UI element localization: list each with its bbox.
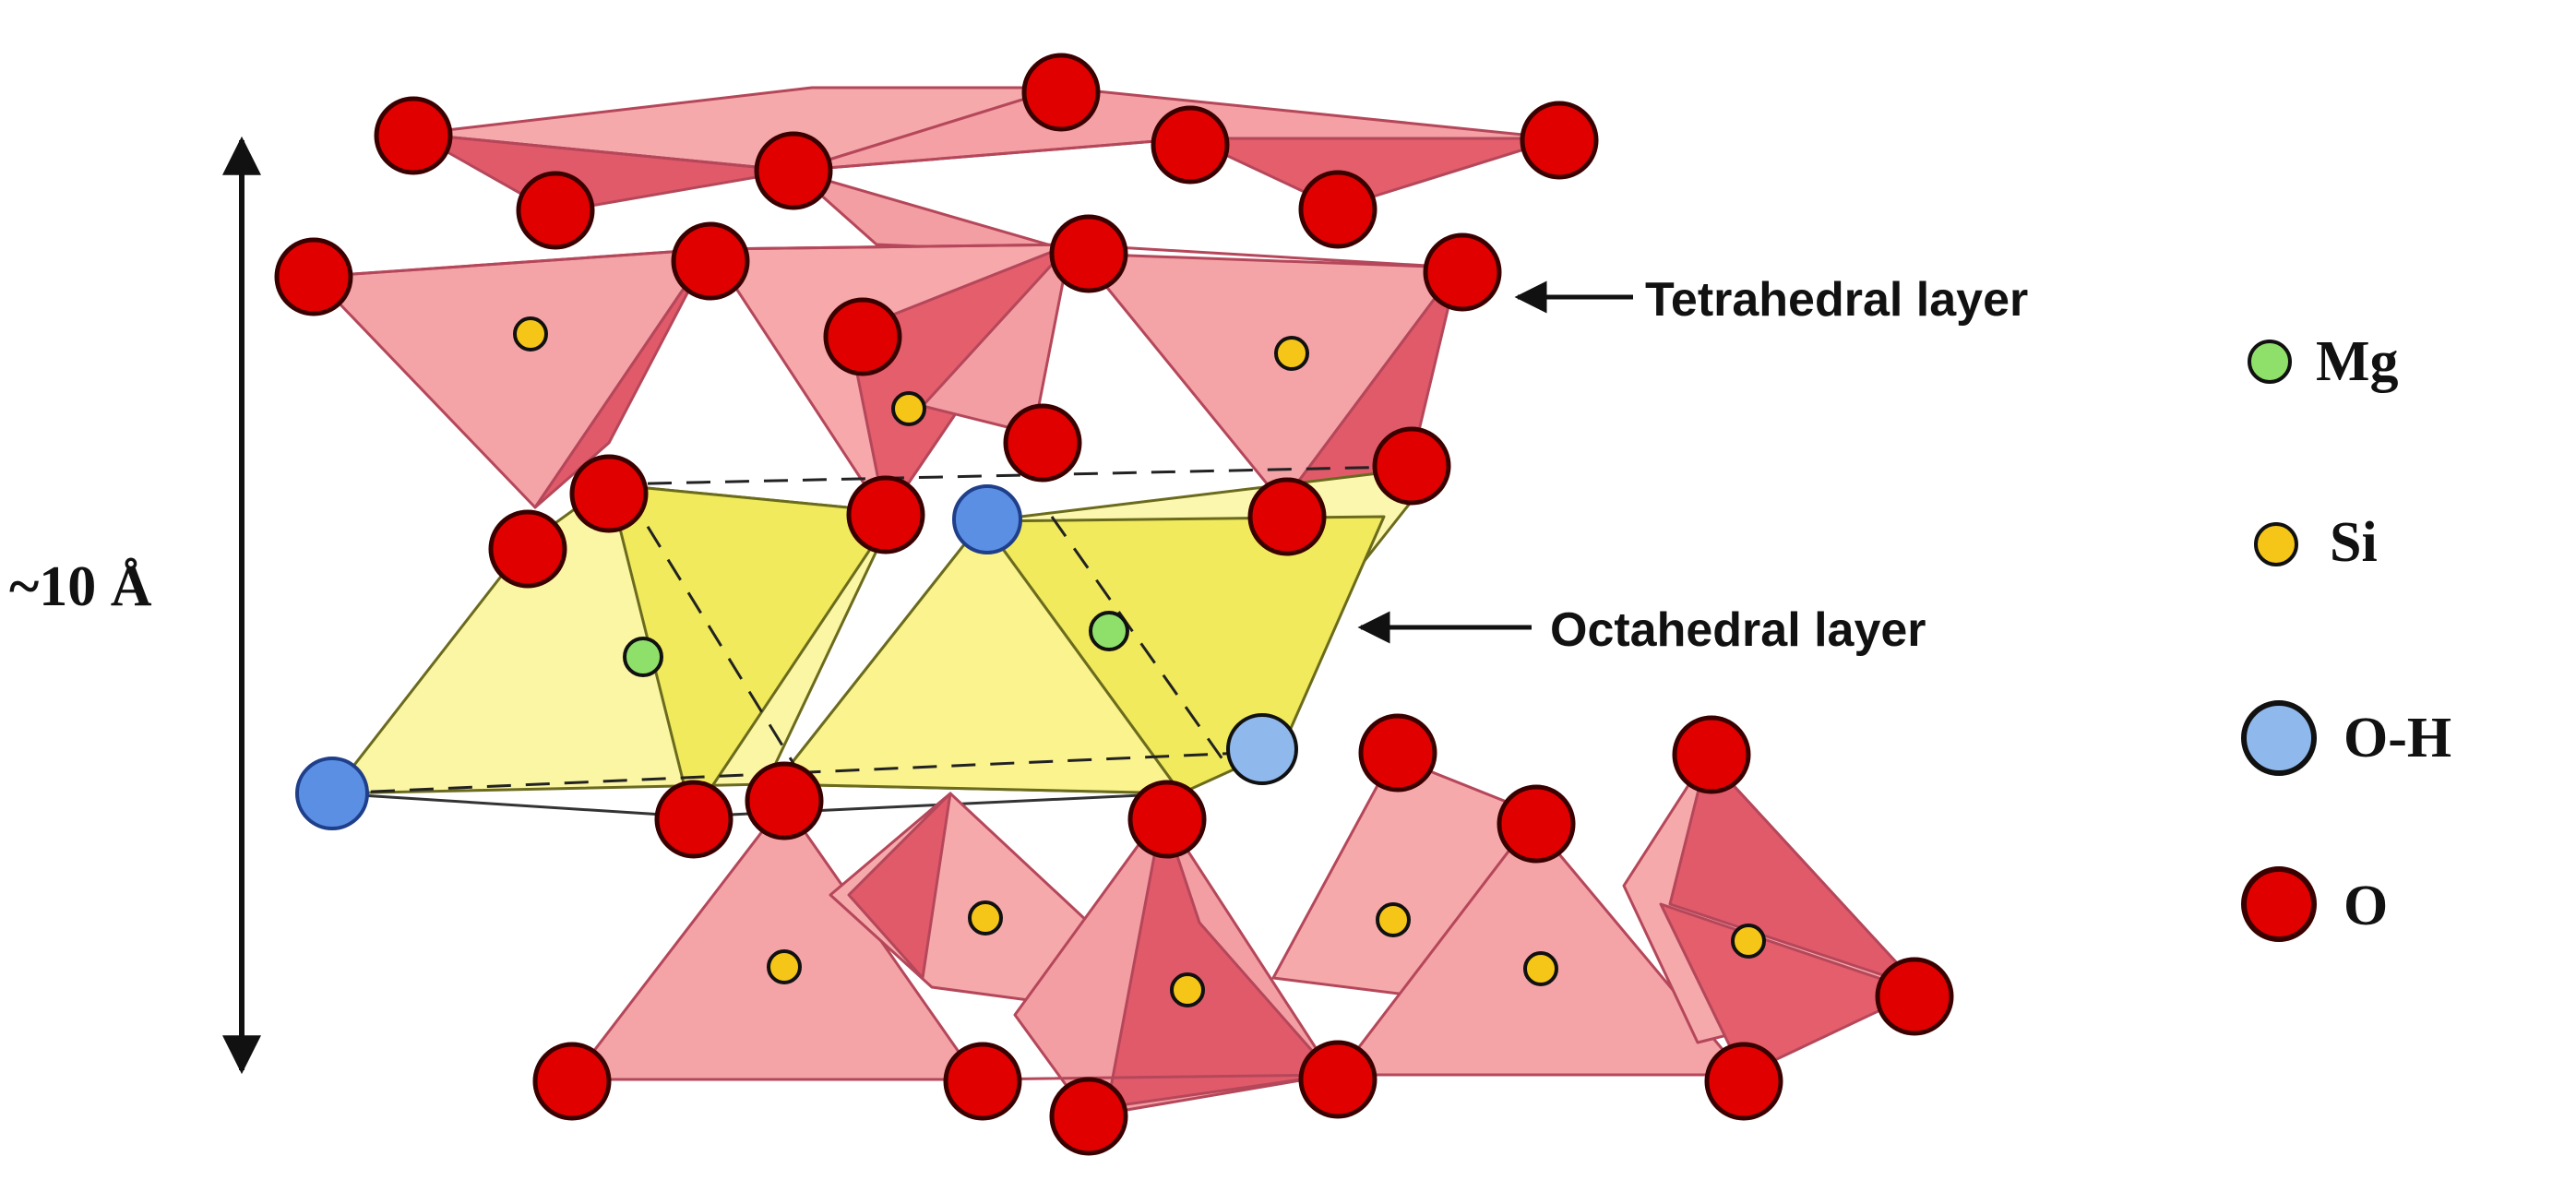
silicon-atoms [513, 316, 1766, 1007]
oxygen-atom [1021, 53, 1101, 132]
oxygen-atom [754, 131, 833, 210]
oxygen-atom [943, 1042, 1022, 1121]
oxygen-atom [1520, 101, 1599, 180]
oxygen-atom [745, 761, 824, 840]
silicon-atom [1376, 902, 1411, 937]
mg-atom-icon [2248, 340, 2292, 384]
oxygen-atom [374, 96, 453, 175]
oxygen-atom [1151, 105, 1230, 185]
oxygen-atom [1372, 426, 1451, 506]
tetrahedron [312, 247, 712, 509]
si-atom-icon [2254, 522, 2298, 566]
oxygen-atom [1049, 214, 1128, 293]
oxygen-atom [1298, 1040, 1377, 1119]
oxygen-atom [823, 297, 902, 376]
octahedral-layer-callout: Octahedral layer [1357, 603, 1926, 657]
silicon-atom [767, 949, 802, 984]
oxygen-atom [1672, 715, 1751, 794]
legend-item-mg: Mg [2248, 330, 2399, 393]
hydroxyl-group [295, 757, 369, 830]
oxygen-atom [1247, 477, 1327, 556]
oxygen-atom [846, 475, 925, 554]
oxygen-atom [1003, 403, 1082, 483]
oxygen-atom [671, 221, 750, 301]
oxygen-atom [1127, 780, 1207, 859]
tetrahedron [792, 169, 1081, 256]
silicon-atom [513, 316, 548, 352]
tetrahedron [921, 243, 1072, 435]
oxygen-atom [1497, 784, 1576, 864]
oxygen-atom [1049, 1077, 1128, 1156]
oh-group-icon [2241, 700, 2317, 776]
o-atom-icon [2241, 866, 2317, 942]
magnesium-atom [1089, 611, 1129, 651]
legend: Mg Si O-H O [2241, 330, 2451, 942]
oxygen-atom [654, 780, 733, 859]
bottom-tetrahedral-layer [570, 755, 1921, 1118]
tetrahedron [533, 247, 712, 509]
legend-item-o: O [2241, 866, 2388, 942]
tetrahedron [1659, 902, 1921, 1077]
legend-label: O-H [2343, 707, 2451, 769]
hydroxyl-group [1226, 713, 1298, 785]
oxygen-atom [1875, 957, 1954, 1036]
oxygen-atoms [274, 53, 1954, 1156]
silicon-atom [968, 900, 1003, 936]
tetrahedron [1668, 755, 1921, 989]
hydroxyl-groups [295, 484, 1298, 830]
legend-label: Mg [2316, 330, 2399, 393]
legend-label: Si [2330, 511, 2378, 574]
tetrahedral-layer-callout: Tetrahedral layer [1514, 273, 2028, 327]
oxygen-atom [488, 509, 567, 589]
oxygen-atom [274, 237, 353, 316]
legend-item-oh: O-H [2241, 700, 2451, 776]
oxygen-atom [532, 1042, 612, 1121]
magnesium-atom [623, 637, 663, 677]
silicon-atom [1523, 951, 1558, 986]
layer-thickness-indicator: ~10 Å [9, 136, 261, 1075]
oxygen-atom [1358, 713, 1437, 793]
octahedron [773, 519, 1183, 795]
hydroxyl-group [952, 484, 1022, 554]
tetrahedron [829, 792, 1091, 1007]
oxygen-atom [569, 454, 649, 533]
oxygen-atom [516, 171, 595, 250]
octahedral-layer-label: Octahedral layer [1550, 603, 1926, 657]
oxygen-atom [1704, 1042, 1783, 1121]
oxygen-atom [1298, 170, 1377, 249]
silicon-atom [1170, 972, 1205, 1007]
magnesium-atoms [623, 611, 1129, 677]
top-tetrahedral-layer [312, 86, 1561, 518]
oxygen-atom [1423, 232, 1502, 312]
tetrahedral-layer-label: Tetrahedral layer [1645, 273, 2028, 327]
legend-item-si: Si [2254, 511, 2378, 574]
silicon-atom [891, 391, 926, 426]
legend-label: O [2343, 875, 2388, 937]
tetrahedron [847, 792, 952, 980]
thickness-label: ~10 Å [9, 555, 152, 618]
silicon-atom [1731, 924, 1766, 959]
silicon-atom [1274, 336, 1309, 371]
